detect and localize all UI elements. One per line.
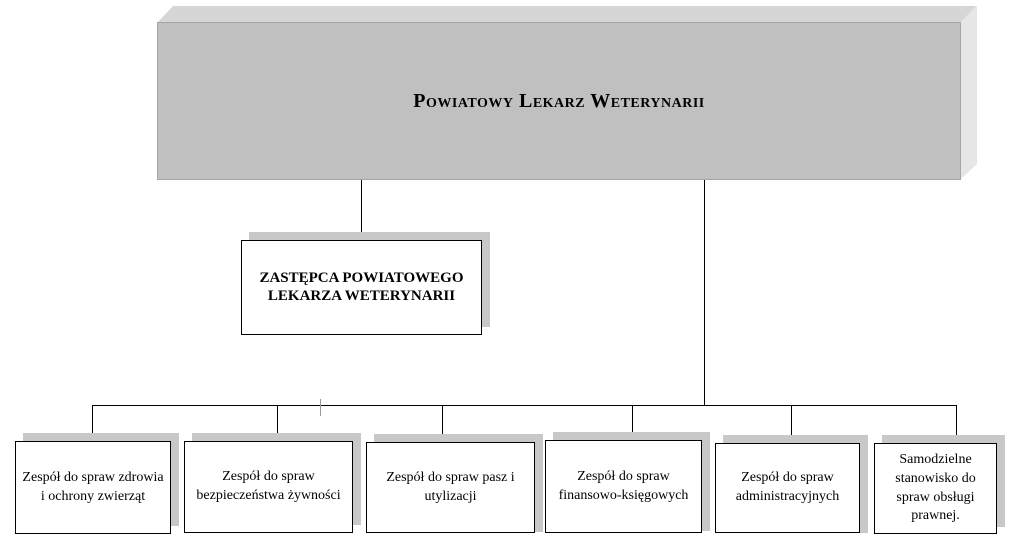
head-box-bevel-top xyxy=(157,6,977,23)
head-box: Powiatowy Lekarz Weterynarii xyxy=(157,22,961,180)
connector-deputy xyxy=(361,180,362,240)
unit-label: Zespół do spraw finansowo-księgowych xyxy=(558,468,689,503)
connector-trunk xyxy=(704,180,705,405)
unit-box-food-safety: Zespół do spraw bezpieczeństwa żywności xyxy=(184,441,353,533)
connector-unit-5 xyxy=(791,405,792,443)
connector-unit-1 xyxy=(92,405,93,441)
unit-label: Zespół do spraw bezpieczeństwa żywności xyxy=(196,469,341,503)
unit-box-legal: Samodzielne stanowisko do spraw obsługi … xyxy=(874,443,997,534)
unit-label: Samodzielne stanowisko do spraw obsługi … xyxy=(895,451,976,524)
connector-unit-4 xyxy=(632,405,633,441)
unit-box-feed-utilization: Zespół do spraw pasz i utylizacji xyxy=(366,442,535,533)
unit-label: Zespół do spraw pasz i utylizacji xyxy=(386,469,515,504)
head-box-bevel-right xyxy=(960,6,977,180)
connector-tick xyxy=(320,399,321,416)
unit-label: Zespół do spraw zdrowia i ochrony zwierz… xyxy=(22,469,164,504)
connector-unit-6 xyxy=(956,405,957,443)
unit-box-administration: Zespół do spraw administracyjnych xyxy=(715,443,860,533)
connector-bus xyxy=(92,405,956,406)
deputy-box: ZASTĘPCA POWIATOWEGO LEKARZA WETERYNARII xyxy=(241,240,482,335)
unit-box-animal-health: Zespół do spraw zdrowia i ochrony zwierz… xyxy=(15,441,171,534)
head-title: Powiatowy Lekarz Weterynarii xyxy=(413,89,705,112)
connector-unit-3 xyxy=(442,405,443,441)
unit-label: Zespół do spraw administracyjnych xyxy=(735,470,840,504)
deputy-label: ZASTĘPCA POWIATOWEGO LEKARZA WETERYNARII xyxy=(259,270,464,304)
connector-unit-2 xyxy=(277,405,278,441)
unit-box-finance: Zespół do spraw finansowo-księgowych xyxy=(545,440,702,533)
